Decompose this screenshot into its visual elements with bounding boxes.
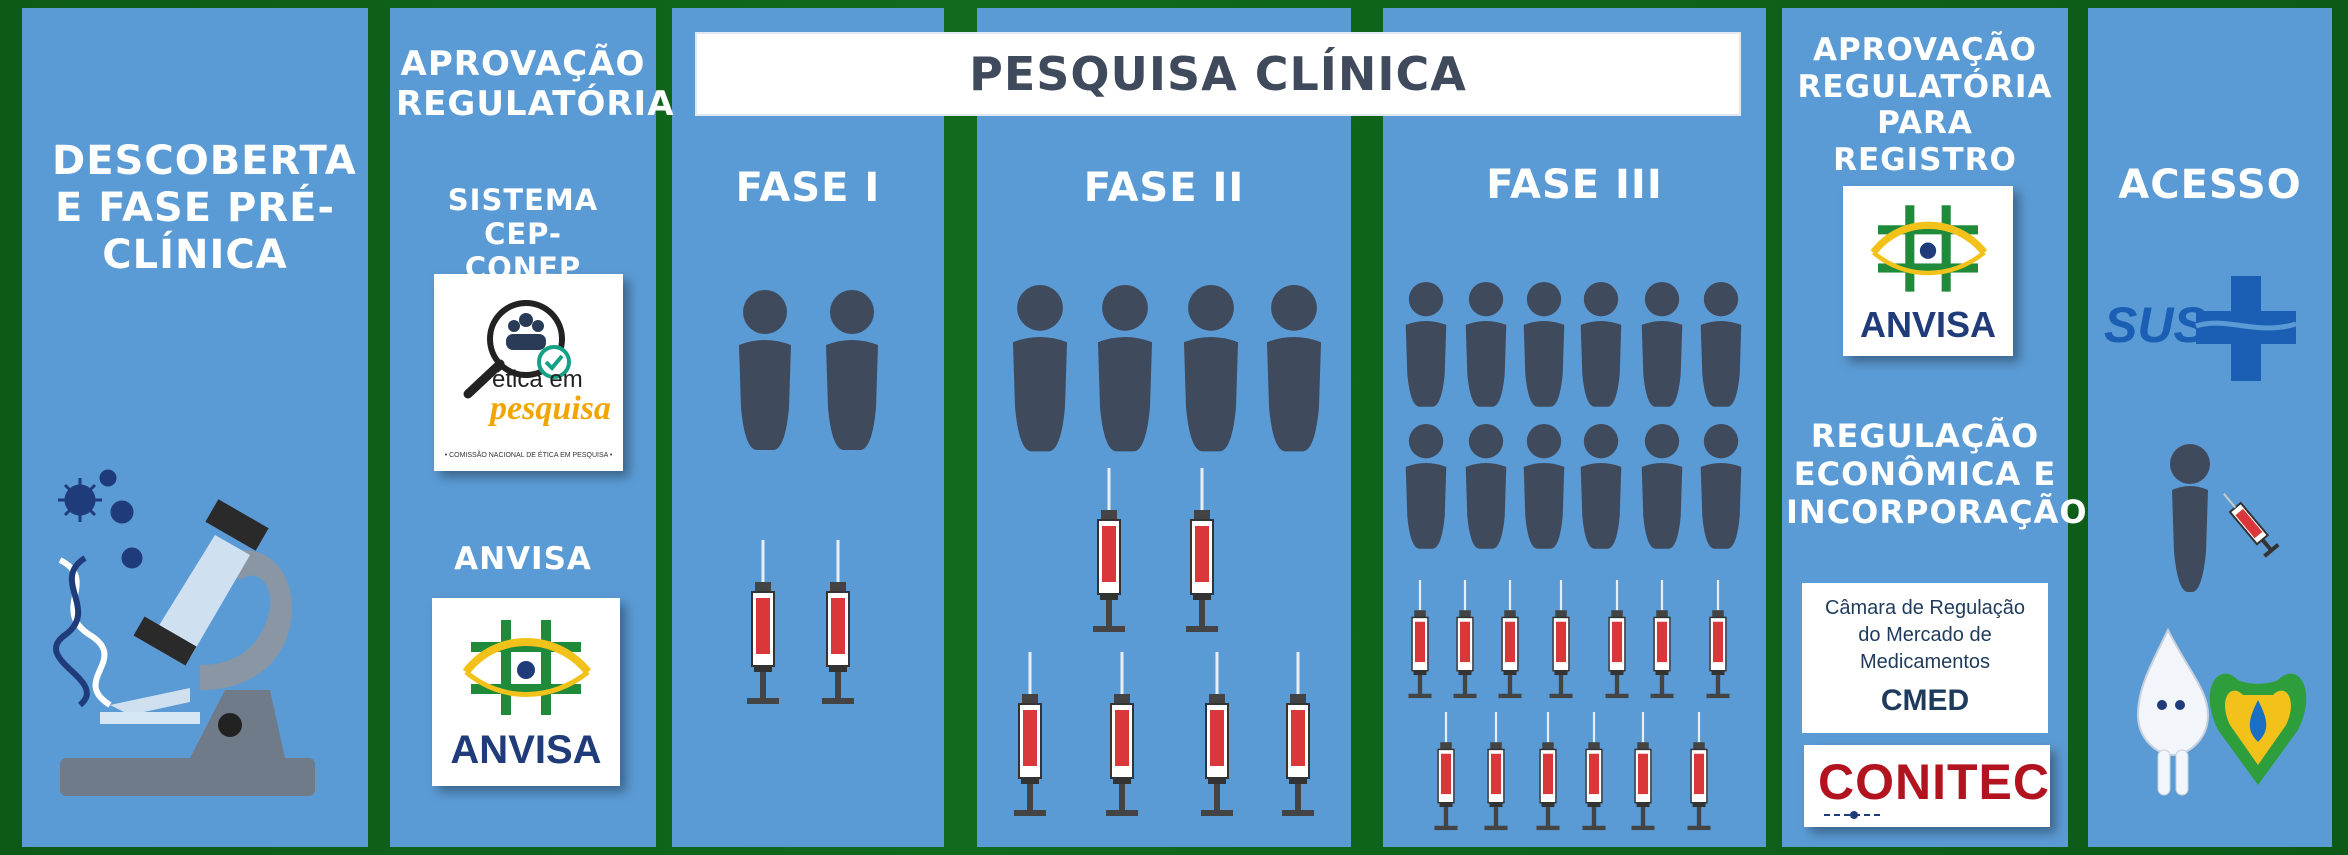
phase-1-participant-icon: [739, 290, 791, 450]
cmed-acronym: CMED: [1880, 684, 1970, 717]
economic-heading-text: REGULAÇÃO ECONÔMICA E INCORPORAÇÃO: [1786, 417, 2088, 531]
anvisa-logo-text-2: ANVISA: [1859, 304, 1997, 345]
etica-em-pesquisa-logo: ética em pesquisa • COMISSÃO NACIONAL DE…: [434, 274, 623, 471]
phase-3-participant-icon: [1405, 282, 1447, 407]
registration-heading-text: APROVAÇÃO REGULATÓRIA PARA REGISTRO: [1797, 32, 2053, 178]
phase-2-syringe-icon: [1201, 652, 1233, 816]
phase-3-participant-icon: [1523, 424, 1565, 549]
clinical-research-title: PESQUISA CLÍNICA: [695, 32, 1741, 116]
anvisa-logo-regulatory: ANVISA: [432, 598, 620, 786]
phase-3-participant-icon: [1523, 282, 1565, 407]
cmed-line3: Medicamentos: [1859, 651, 1991, 673]
vaccinated-person-icon: [2170, 444, 2280, 592]
regulatory-heading-text: APROVAÇÃO REGULATÓRIA: [396, 44, 675, 125]
panel-discovery: [22, 8, 368, 847]
phase-3-syringe-icon: [1434, 712, 1458, 831]
phase-3-participant-icon: [1700, 424, 1742, 549]
etica-line1: ética em: [492, 366, 583, 393]
phase-3-syringe-icon: [1498, 580, 1522, 699]
phase-3-syringe-icon: [1687, 712, 1711, 831]
conitec-logo: CONITEC: [1804, 745, 2050, 827]
phase-1-syringe-icon: [822, 540, 854, 704]
phase-3-label: FASE III: [1486, 162, 1663, 208]
phase-2-syringe-icon: [1106, 652, 1138, 816]
access-heading: ACESSO: [2118, 162, 2302, 208]
anvisa-emblem-icon-2: [1870, 205, 1988, 292]
phase-2-syringe-icon: [1282, 652, 1314, 816]
phase-3-syringe-icon: [1549, 580, 1573, 699]
phase-3-participant-icon: [1465, 424, 1507, 549]
research-ethics-icon: [463, 300, 571, 399]
anvisa-emblem-icon: [462, 620, 592, 715]
phase-3-syringe-icon: [1631, 712, 1655, 831]
phase-2-syringe-icon: [1014, 652, 1046, 816]
phase-3-syringe-icon: [1650, 580, 1674, 699]
regulatory-heading: APROVAÇÃO REGULATÓRIA: [390, 44, 675, 125]
anvisa-logo-registration: ANVISA: [1843, 186, 2013, 356]
registration-heading: APROVAÇÃO REGULATÓRIA PARA REGISTRO: [1782, 32, 2068, 178]
phase-2-participant-icon: [1183, 285, 1239, 452]
phase-3-participant-icon: [1580, 424, 1622, 549]
phase-3-participant-icon: [1641, 424, 1683, 549]
cmed-line2: do Mercado de: [1858, 624, 1992, 646]
phase-3-syringe-icon: [1605, 580, 1629, 699]
conitec-dots-icon: [1824, 811, 1884, 819]
discovery-heading: DESCOBERTA E FASE PRÉ-CLÍNICA: [22, 138, 368, 280]
phase-2-participant-icon: [1012, 285, 1068, 452]
economic-heading: REGULAÇÃO ECONÔMICA E INCORPORAÇÃO: [1782, 417, 2088, 531]
phase-2-syringe-icon: [1093, 468, 1125, 632]
phase-1-syringe-icon: [747, 540, 779, 704]
phase-1-label: FASE I: [735, 165, 881, 211]
etica-line2: pesquisa: [490, 390, 611, 427]
phase-3-participant-icon: [1580, 282, 1622, 407]
discovery-heading-text: DESCOBERTA E FASE PRÉ-CLÍNICA: [52, 138, 357, 279]
microscope-icon: [53, 469, 315, 796]
phase-3-syringe-icon: [1408, 580, 1432, 699]
phase-3-participant-icon: [1405, 424, 1447, 549]
anvisa-logo-text: ANVISA: [450, 728, 602, 772]
sus-text: SUS: [2104, 297, 2207, 353]
phase-1-participant-icon: [826, 290, 878, 450]
cmed-line1: Câmara de Regulação: [1824, 597, 2026, 619]
phase-3-syringe-icon: [1706, 580, 1730, 699]
phase-3-syringe-icon: [1582, 712, 1606, 831]
phase-2-label: FASE II: [1083, 165, 1245, 211]
phase-2-participant-icon: [1266, 285, 1322, 452]
phase-3-syringe-icon: [1453, 580, 1477, 699]
sus-cross-icon: [2195, 276, 2297, 381]
cmed-logo: Câmara de Regulação do Mercado de Medica…: [1802, 583, 2048, 733]
phase-3-participant-icon: [1465, 282, 1507, 407]
phase-3-syringe-icon: [1536, 712, 1560, 831]
panel-phase-3: [1383, 8, 1766, 847]
sus-logo: SUS: [2104, 276, 2304, 386]
phase-2-syringe-icon: [1186, 468, 1218, 632]
panel-phase-1: [672, 8, 944, 847]
conitec-text: CONITEC: [1818, 754, 2050, 810]
phase-3-syringe-icon: [1484, 712, 1508, 831]
phase-3-participant-icon: [1700, 282, 1742, 407]
phase-2-participant-icon: [1097, 285, 1153, 452]
phase-3-participant-icon: [1641, 282, 1683, 407]
anvisa-label: ANVISA: [454, 541, 592, 577]
ze-gotinha-mascot-icon: [2136, 627, 2307, 796]
etica-footer: • COMISSÃO NACIONAL DE ÉTICA EM PESQUISA…: [444, 452, 613, 459]
